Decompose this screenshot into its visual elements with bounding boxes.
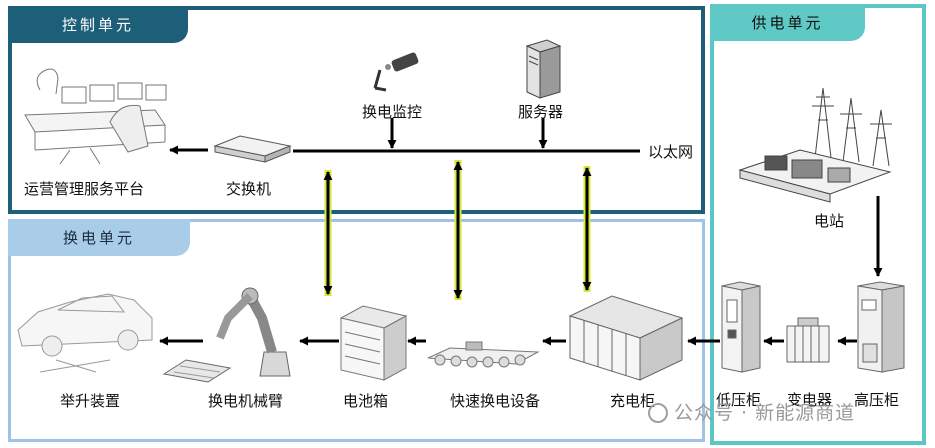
station-label: 电站 <box>814 212 845 230</box>
swap-monitor-label: 换电监控 <box>362 103 423 121</box>
power-unit-tab: 供电单元 <box>710 4 865 41</box>
transformer-icon <box>786 317 830 363</box>
charging-cabinet-icon <box>568 295 684 381</box>
ethernet-label: 以太网 <box>648 143 694 161</box>
control-unit-tab: 控制单元 <box>8 6 188 43</box>
battery-box-label: 电池箱 <box>343 392 389 410</box>
swap-monitor-icon <box>373 52 419 92</box>
watermark-text: 公众号 · 新能源商道 <box>674 402 856 424</box>
switch-label: 交换机 <box>226 180 272 198</box>
control-unit-panel: 控制单元 <box>8 6 705 214</box>
lift-device-icon <box>17 293 153 373</box>
ops-platform-label: 运营管理服务平台 <box>24 180 145 198</box>
robot-arm-label: 换电机械臂 <box>208 392 284 410</box>
transformer-label: 变电器 <box>787 391 833 409</box>
battery-box-icon <box>339 305 408 381</box>
switch-icon <box>213 135 292 163</box>
wechat-icon <box>648 403 668 423</box>
swap-unit-tab: 换电单元 <box>8 219 190 256</box>
low-voltage-cabinet-label: 低压柜 <box>716 391 762 409</box>
charging-cabinet-label: 充电柜 <box>610 392 656 410</box>
fast-swap-equipment-icon <box>427 341 540 368</box>
watermark: 公众号 · 新能源商道 <box>648 398 855 425</box>
high-voltage-cabinet-icon <box>857 281 905 373</box>
server-label: 服务器 <box>518 103 564 121</box>
fast-swap-label: 快速换电设备 <box>450 392 541 410</box>
robot-arm-icon <box>162 287 291 383</box>
swap-unit-panel: 换电单元 <box>8 219 705 442</box>
low-voltage-cabinet-icon <box>721 281 761 373</box>
server-icon <box>525 39 562 99</box>
ops-platform-icon <box>24 68 167 165</box>
high-voltage-cabinet-label: 高压柜 <box>854 391 900 409</box>
power-unit-panel: 供电单元 <box>710 4 926 445</box>
power-station-icon <box>738 87 892 203</box>
lift-label: 举升装置 <box>60 392 121 410</box>
